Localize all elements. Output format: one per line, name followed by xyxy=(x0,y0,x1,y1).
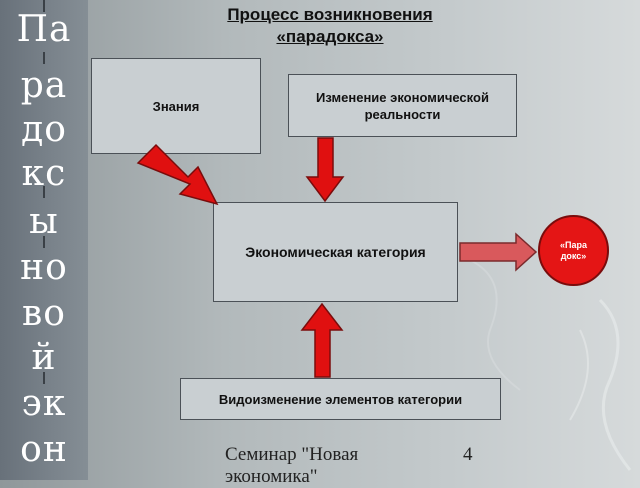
arrow-modification-to-category xyxy=(300,302,344,378)
arrow-knowledge-to-category xyxy=(136,143,219,206)
footer-text: Семинар "Новая экономика" xyxy=(225,444,359,487)
category-modification-box: Видоизменение элементов категории xyxy=(180,378,501,420)
vertical-title-sidebar: Па ра до кс ы но во й эк он xyxy=(0,0,88,480)
sidebar-letters: он xyxy=(20,429,68,470)
paradox-circle: «Пара докс» xyxy=(538,215,609,286)
arrow-change-to-category xyxy=(305,137,345,203)
sidebar-letters: но xyxy=(20,247,68,288)
title-line-2: «парадокса» xyxy=(276,27,384,46)
knowledge-box: Знания xyxy=(91,58,261,154)
sidebar-separator xyxy=(43,186,45,198)
sidebar-letters: эк xyxy=(21,383,67,424)
sidebar-letters: Па xyxy=(16,9,72,50)
title-line-1: Процесс возникновения xyxy=(227,5,433,24)
economic-reality-change-box: Изменение экономической реальности xyxy=(288,74,517,137)
economic-reality-change-label: Изменение экономической реальности xyxy=(316,89,489,122)
economic-category-label: Экономическая категория xyxy=(245,243,426,260)
sidebar-letters: во xyxy=(22,293,66,334)
economic-category-box: Экономическая категория xyxy=(213,202,458,302)
page-title: Процесс возникновения «парадокса» xyxy=(170,4,490,48)
paradox-label-line-2: докс» xyxy=(560,250,587,261)
paradox-label-line-1: «Пара xyxy=(560,239,587,250)
page-number: 4 xyxy=(463,444,473,465)
sidebar-letters: й xyxy=(31,337,57,378)
sidebar-letters: ы xyxy=(29,201,59,242)
sidebar-separator xyxy=(43,372,45,384)
sidebar-separator xyxy=(43,52,45,64)
sidebar-letters: ра xyxy=(20,65,68,106)
category-modification-label: Видоизменение элементов категории xyxy=(218,391,463,407)
sidebar-letters: до xyxy=(21,109,67,150)
sidebar-separator xyxy=(43,0,45,12)
arrow-category-to-paradox xyxy=(459,232,538,272)
sidebar-separator xyxy=(43,236,45,248)
knowledge-label: Знания xyxy=(152,98,200,114)
